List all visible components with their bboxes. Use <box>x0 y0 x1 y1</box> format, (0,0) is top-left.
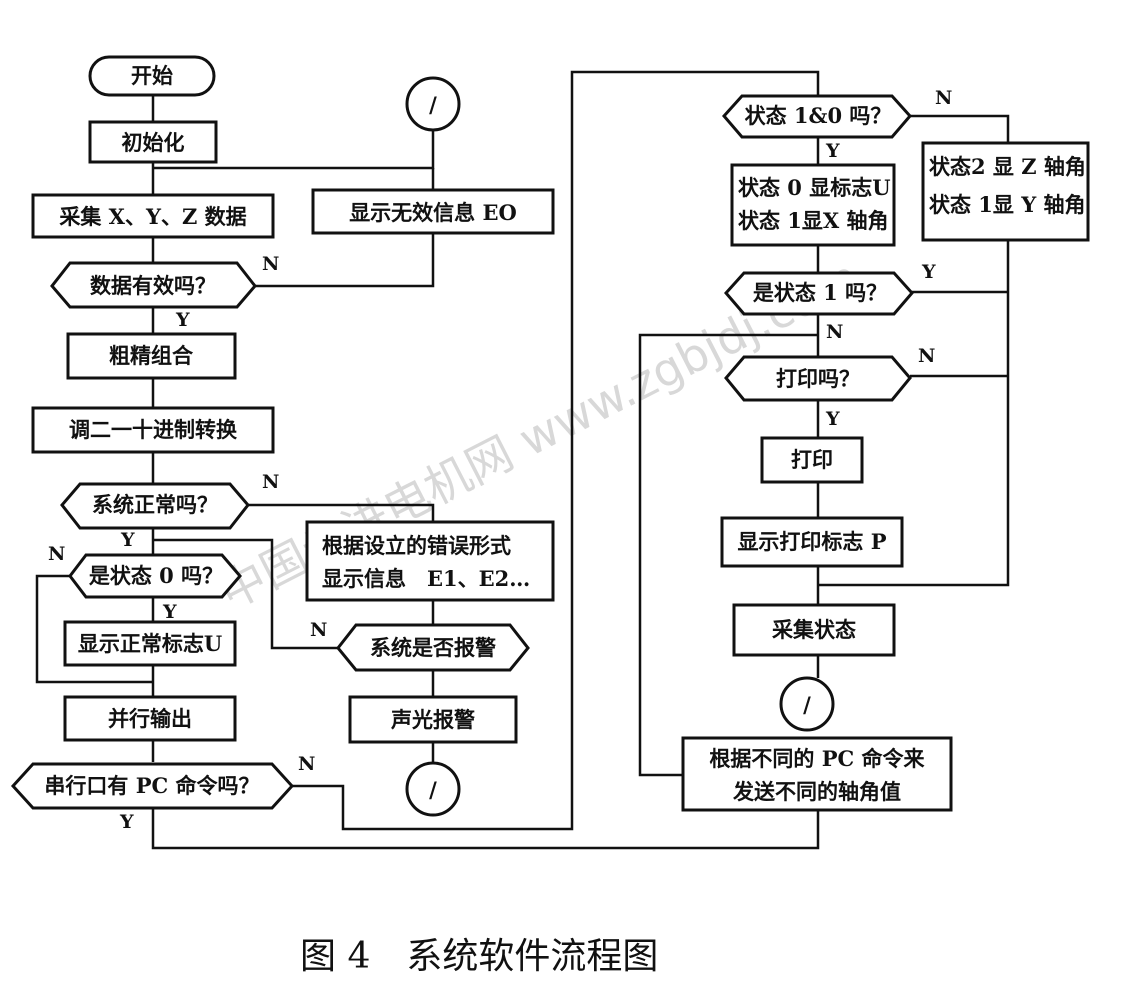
print-label: 打印 <box>791 447 833 472</box>
print-y-label: Y <box>825 408 840 430</box>
start-terminator <box>88 55 216 97</box>
system-normal-decision <box>60 482 250 530</box>
pc-send-box <box>681 736 953 812</box>
state-box-1 <box>730 163 896 247</box>
data-valid-n-label: N <box>262 253 279 275</box>
state-10-label: 状态 1&0 吗？ <box>745 103 892 128</box>
is-state1-y-label: Y <box>921 261 936 283</box>
state0-n-label: N <box>48 543 65 565</box>
show-normal-u-box <box>63 620 237 667</box>
error-info-box <box>305 520 555 602</box>
is-state1-label: 是状态 1 吗？ <box>753 280 887 305</box>
system-alarm-label: 系统是否报警 <box>370 635 496 660</box>
branch-labels: N Y N Y N Y N N Y N Y Y N N Y <box>48 87 952 833</box>
parallel-out-label: 并行输出 <box>108 706 192 731</box>
init-label: 初始化 <box>122 130 185 155</box>
state-box-1-line1: 状态 0 显标志U <box>738 175 891 200</box>
show-normal-u-label: 显示正常标志U <box>78 631 222 656</box>
state-box-2-line1: 状态2 显 Z 轴角 <box>929 154 1086 179</box>
serial-pc-n-label: N <box>298 753 315 775</box>
state-10-decision <box>722 94 912 139</box>
is-state1-decision <box>724 271 914 316</box>
show-print-p-box <box>720 516 904 568</box>
figure-caption: 图 4 系统软件流程图 <box>300 936 658 977</box>
collect-xyz-label: 采集 X、Y、Z 数据 <box>59 204 246 229</box>
pc-send-line2: 发送不同的轴角值 <box>732 779 901 804</box>
connector-right-symbol: / <box>803 692 811 717</box>
state0-decision <box>68 553 242 599</box>
print-decision <box>724 355 912 402</box>
flow-shapes: 开始 初始化 采集 X、Y、Z 数据 显示无效信息 EO 数据有效吗？ 粗精组合… <box>10 55 1090 817</box>
state0-y-label: Y <box>162 601 177 623</box>
state-box-1-line2: 状态 1显X 轴角 <box>738 208 889 233</box>
system-alarm-n-label: N <box>310 619 327 641</box>
serial-pc-y-label: Y <box>119 811 134 833</box>
connector-right <box>779 676 835 732</box>
start-label: 开始 <box>131 63 173 88</box>
state0-label: 是状态 0 吗？ <box>89 563 223 588</box>
system-normal-label: 系统正常吗？ <box>92 492 218 517</box>
print-box <box>760 436 864 484</box>
pc-send-line1: 根据不同的 PC 命令来 <box>709 746 925 771</box>
show-invalid-label: 显示无效信息 EO <box>349 200 517 225</box>
state-10-n-label: N <box>935 87 952 109</box>
coarse-fine-label: 粗精组合 <box>109 343 194 368</box>
is-state1-n-label: N <box>826 321 843 343</box>
connector-top-symbol: / <box>429 92 437 117</box>
print-n-label: N <box>918 345 935 367</box>
parallel-out-box <box>63 695 237 742</box>
flow-lines <box>35 70 1010 850</box>
sound-light-alarm-label: 声光报警 <box>390 707 475 732</box>
connector-bottom-mid <box>405 761 461 817</box>
connector-bottom-mid-symbol: / <box>429 777 437 802</box>
error-info-line1: 根据设立的错误形式 <box>322 533 511 558</box>
state-box-2-line2: 状态 1显 Y 轴角 <box>929 192 1086 217</box>
system-alarm-decision <box>336 623 530 672</box>
data-valid-label: 数据有效吗？ <box>90 273 216 298</box>
print-decision-label: 打印吗？ <box>776 366 860 391</box>
connector-top <box>405 76 461 132</box>
system-normal-y-label: Y <box>120 529 135 551</box>
serial-pc-label: 串行口有 PC 命令吗？ <box>44 773 259 798</box>
show-invalid-box <box>311 188 555 235</box>
bin-dec-label: 调二一十进制转换 <box>69 417 238 442</box>
collect-xyz-box <box>31 193 275 239</box>
sound-light-alarm-box <box>348 695 518 744</box>
error-info-line2: 显示信息 E1、E2… <box>322 566 530 591</box>
data-valid-decision <box>50 261 257 309</box>
state-box-2 <box>921 141 1090 242</box>
init-box <box>88 120 218 164</box>
system-normal-n-label: N <box>262 471 279 493</box>
serial-pc-decision <box>10 762 295 810</box>
collect-state-label: 采集状态 <box>772 617 856 642</box>
show-print-p-label: 显示打印标志 P <box>737 529 886 554</box>
collect-state-box <box>732 603 896 657</box>
bin-dec-box <box>31 406 275 454</box>
coarse-fine-box <box>66 332 237 380</box>
state-10-y-label: Y <box>825 140 840 162</box>
data-valid-y-label: Y <box>175 309 190 331</box>
